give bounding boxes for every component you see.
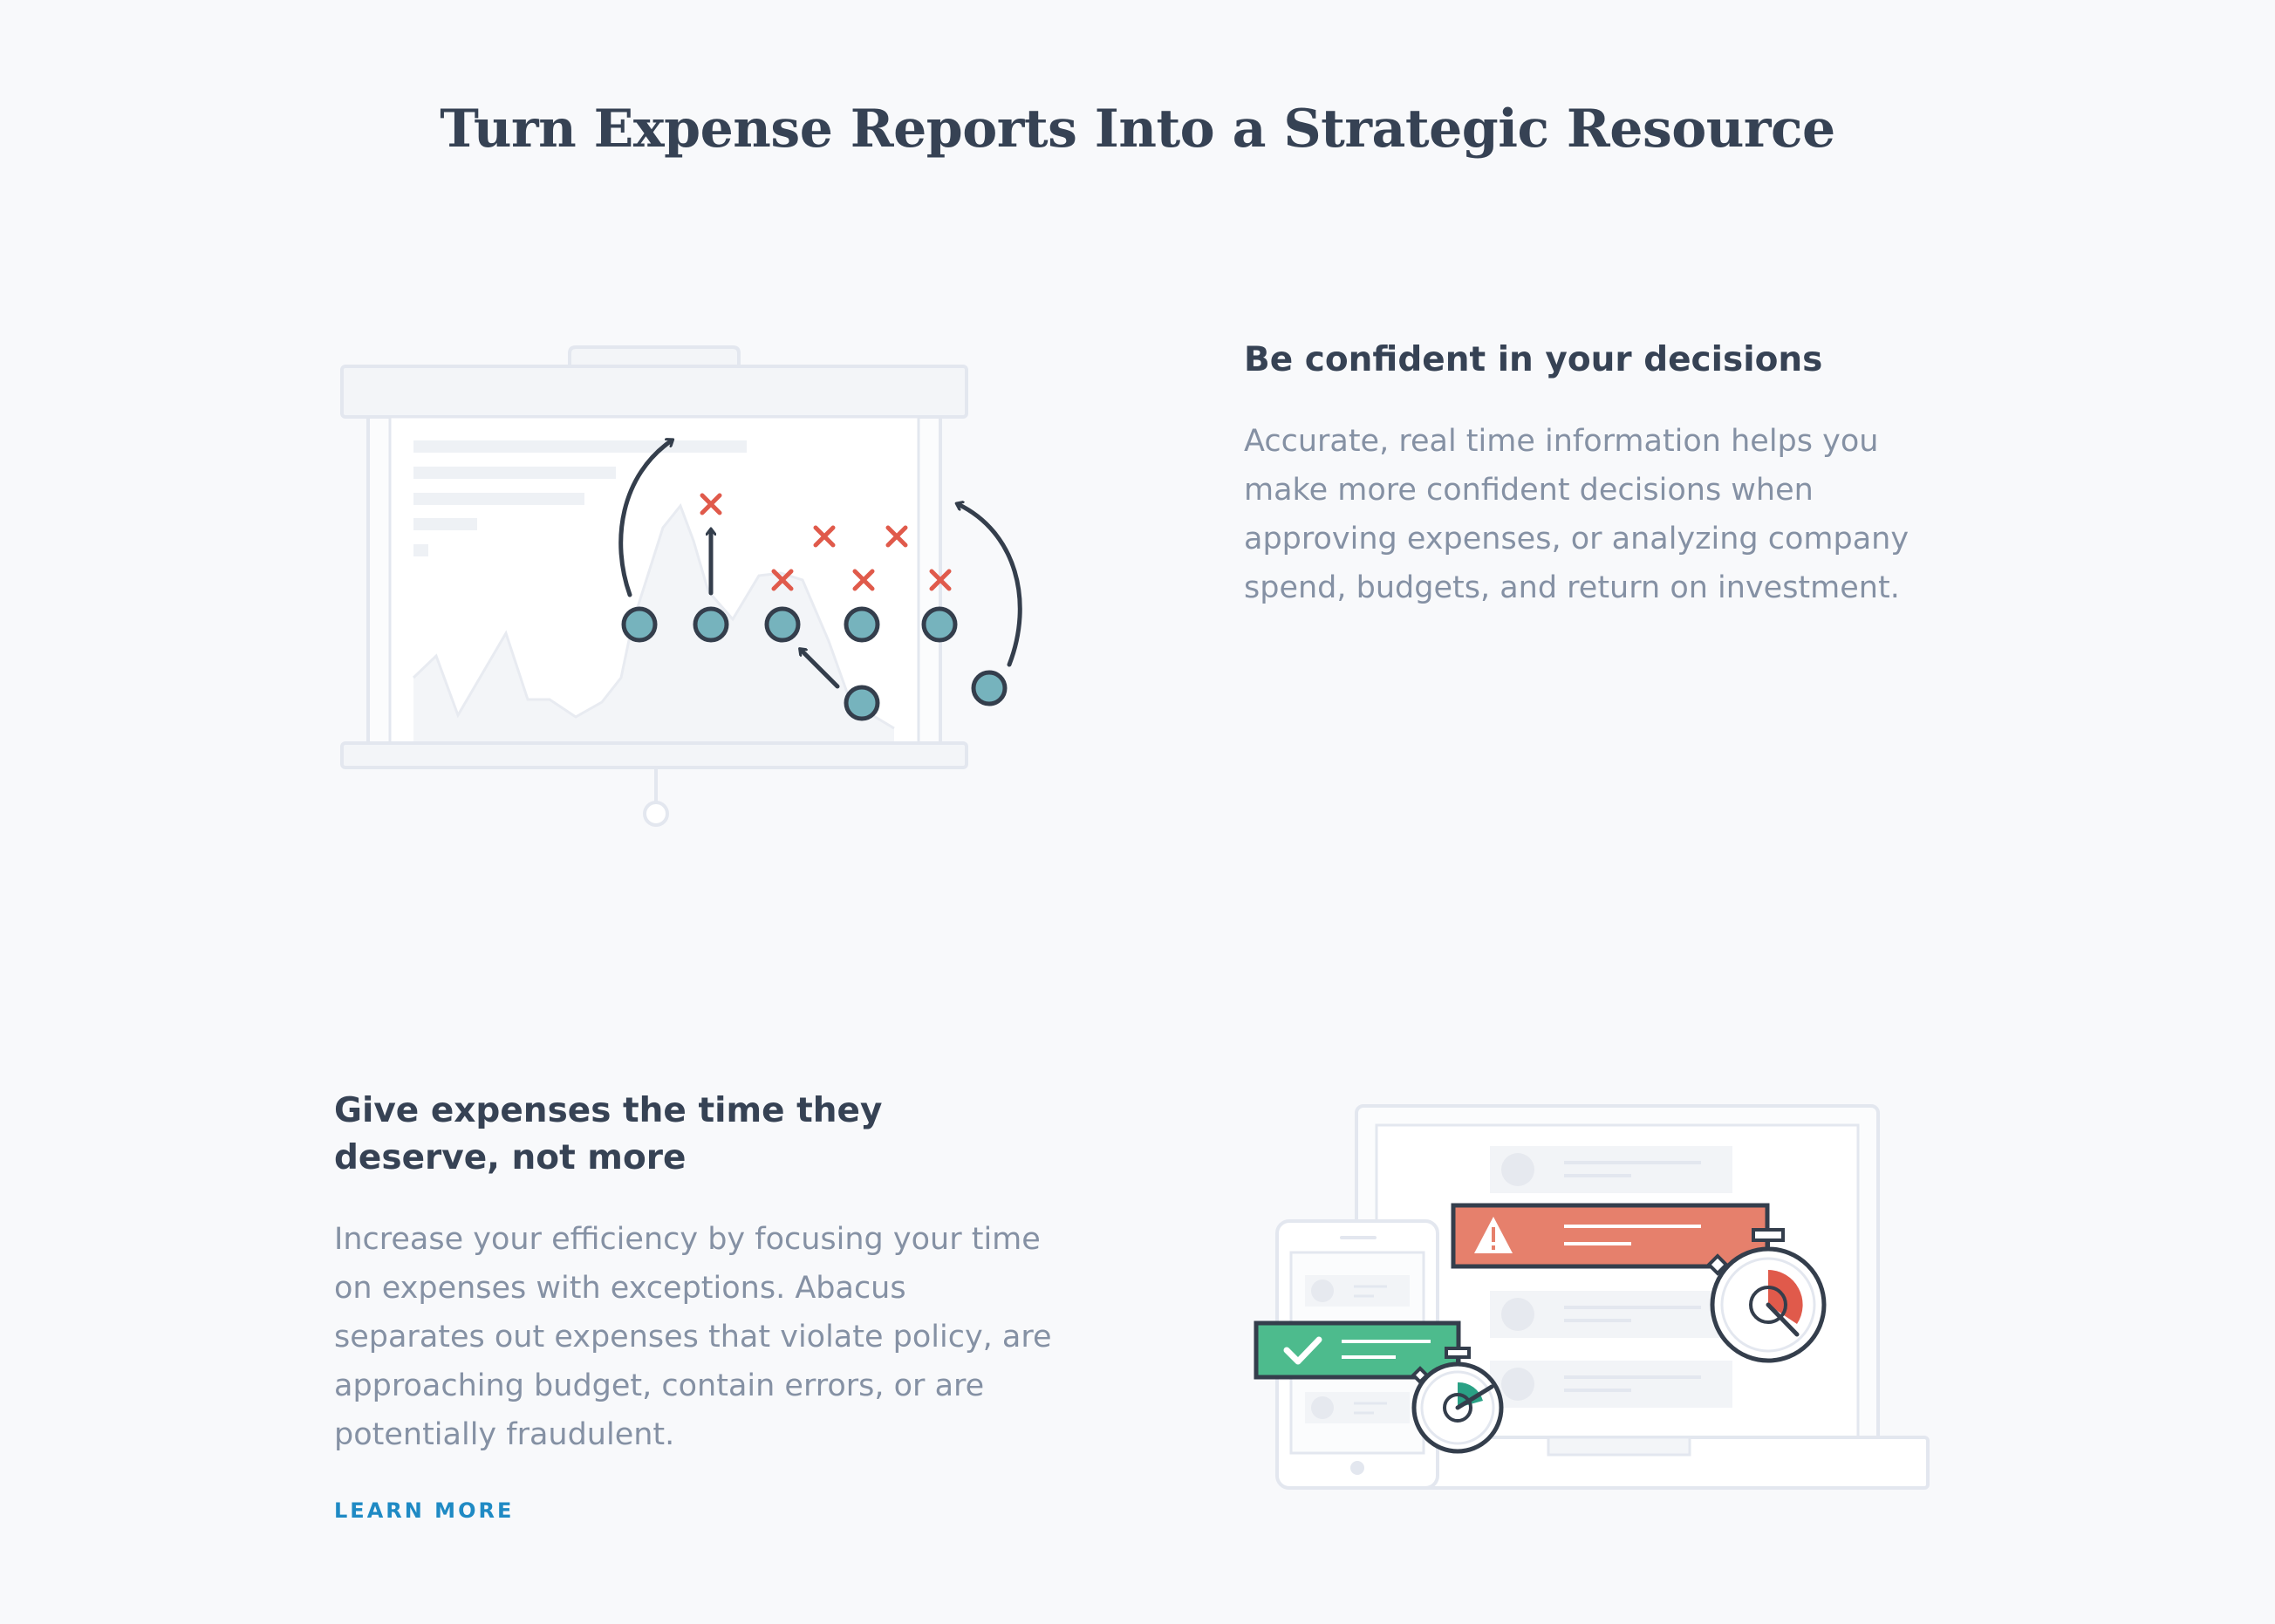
devices-stopwatch-illustration <box>1254 1104 1930 1490</box>
feature-2-description: Increase your efficiency by focusing you… <box>334 1222 1052 1452</box>
feature-1-title: Be confident in your decisions <box>1244 340 1823 379</box>
feature-1-description: Accurate, real time information helps yo… <box>1244 424 1909 605</box>
presentation-screen-illustration <box>340 345 1022 827</box>
page-title: Turn Expense Reports Into a Strategic Re… <box>440 99 1835 160</box>
stopwatch-icon-small <box>1411 1347 1504 1454</box>
learn-more-link[interactable]: LEARN MORE <box>334 1498 515 1523</box>
feature-2-title: Give expenses the time they deserve, not… <box>334 1091 883 1177</box>
stopwatch-icon <box>1706 1228 1827 1363</box>
warning-triangle-icon <box>1474 1217 1513 1253</box>
checkmark-icon <box>1283 1336 1322 1365</box>
